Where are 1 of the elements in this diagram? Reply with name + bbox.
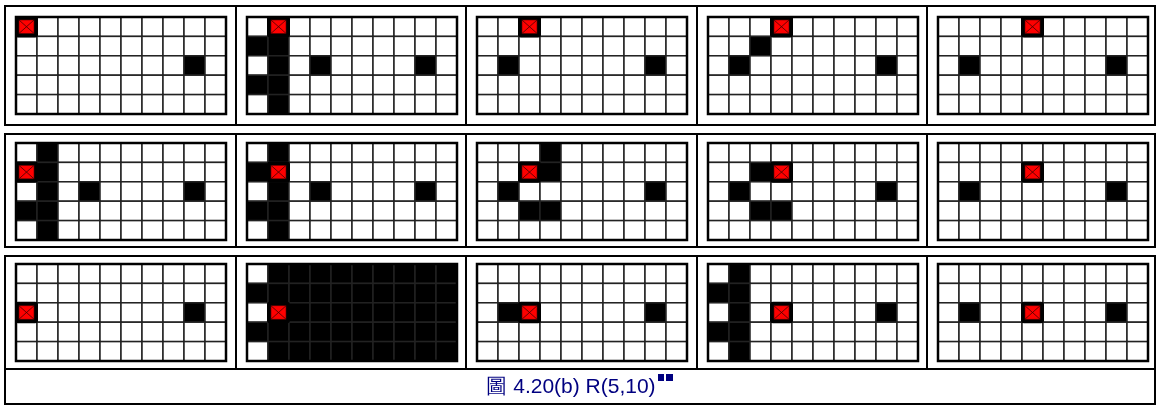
figure-caption: 圖 4.20(b) R(5,10)	[486, 374, 656, 397]
